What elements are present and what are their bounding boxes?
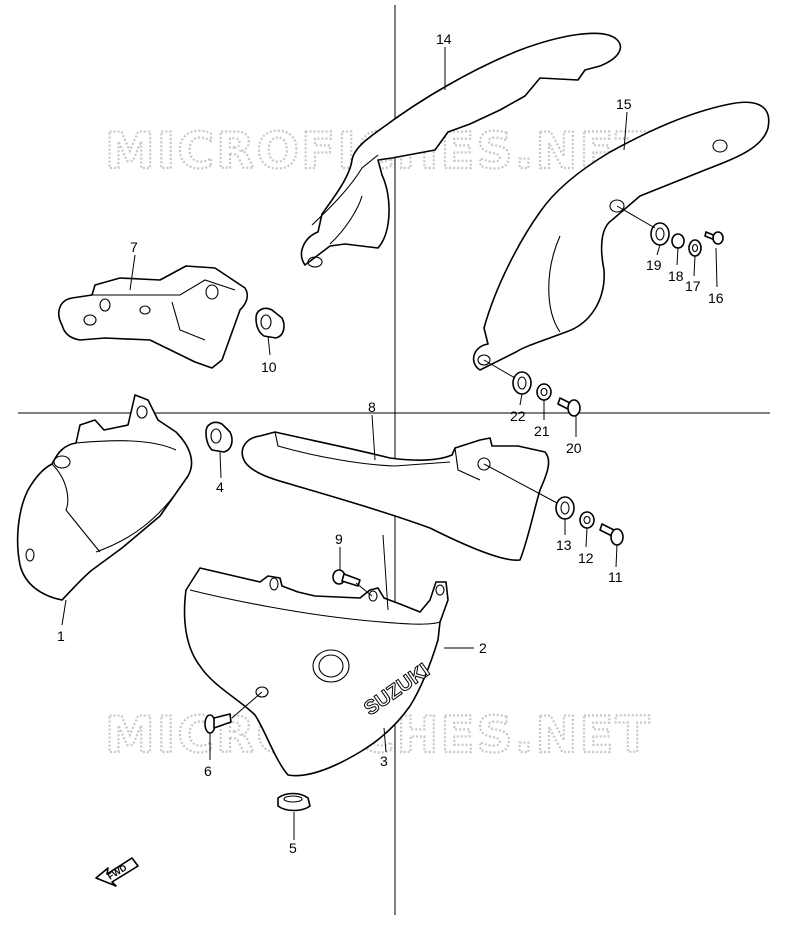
part-21-washer (536, 383, 552, 401)
forward-arrow-icon: FWD (95, 857, 139, 887)
callout-14: 14 (436, 31, 452, 47)
callout-18: 18 (668, 268, 684, 284)
callout-10: 10 (261, 359, 277, 375)
part-2-right-frame-cover: SUZUKI (183, 567, 449, 777)
callout-3: 3 (380, 753, 388, 769)
callout-6: 6 (204, 763, 212, 779)
callout-7: 7 (130, 239, 138, 255)
callout-1: 1 (57, 628, 65, 644)
callout-12: 12 (578, 550, 594, 566)
callout-labels: 1 2 3 4 5 6 7 8 9 10 11 12 13 14 15 16 1… (57, 31, 724, 856)
part-13-grommet (555, 496, 575, 520)
part-8-side-cover (241, 431, 550, 561)
callout-16: 16 (708, 290, 724, 306)
callout-15: 15 (616, 96, 632, 112)
part-18-collar (671, 233, 685, 249)
callout-8: 8 (368, 399, 376, 415)
part-1-left-frame-cover (16, 394, 193, 601)
callout-22: 22 (510, 408, 526, 424)
callout-2: 2 (479, 640, 487, 656)
callout-20: 20 (566, 440, 582, 456)
part-12-washer (579, 511, 595, 529)
callout-19: 19 (646, 257, 662, 273)
callout-9: 9 (335, 531, 343, 547)
part-17-washer (688, 239, 702, 257)
part-22-grommet (512, 371, 532, 395)
callout-21: 21 (534, 423, 550, 439)
part-10-grommet (255, 307, 285, 339)
part-7-bracket (58, 265, 248, 369)
part-11-bolt (599, 523, 624, 546)
callout-4: 4 (216, 479, 224, 495)
part-16-bolt (704, 231, 724, 245)
callout-17: 17 (685, 278, 701, 294)
part-4-grommet (205, 421, 233, 453)
callout-11: 11 (608, 569, 623, 585)
part-6-screw (204, 713, 232, 734)
callout-5: 5 (289, 840, 297, 856)
callout-13: 13 (556, 537, 572, 553)
part-14-grab-rail (300, 32, 622, 268)
part-9-bolt (332, 569, 361, 587)
part-15-rear-bracket (472, 101, 770, 371)
part-5-grommet (277, 792, 311, 812)
part-20-bolt (557, 397, 581, 417)
leader-lines (61, 47, 718, 840)
part-19-grommet (650, 222, 670, 246)
